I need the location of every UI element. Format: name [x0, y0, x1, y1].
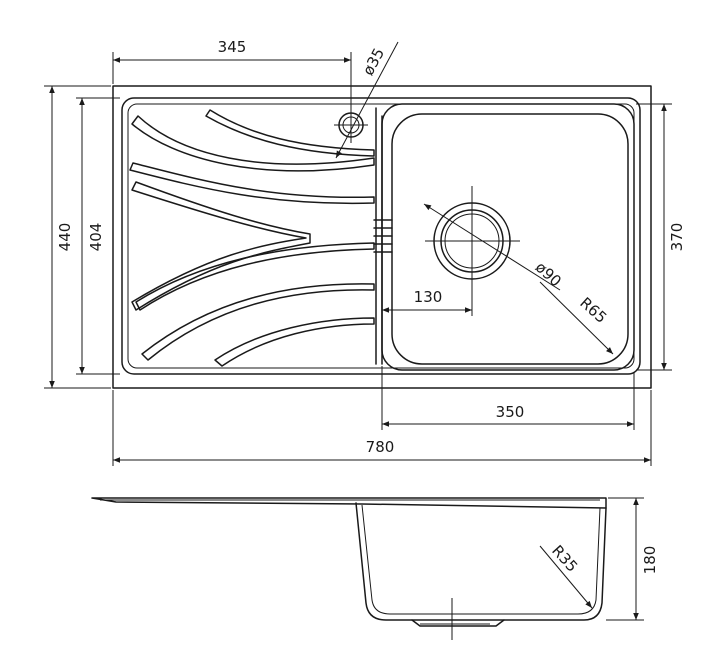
dim-35-label: ø35: [359, 45, 388, 78]
dim-r65-label: R65: [576, 294, 610, 327]
dim-440-label: 440: [56, 223, 74, 252]
sink-rim: [121, 97, 641, 375]
side-bowl-profile: [355, 502, 607, 621]
drainboard-grooves: [129, 109, 375, 367]
dim-404-label: 404: [87, 223, 105, 252]
dimension-lines: 345 ø35 440 404 370 ø90 130 R65 350: [44, 38, 686, 466]
dim-780-label: 780: [366, 438, 395, 456]
main-bowl-inner: [391, 113, 629, 365]
dim-r35-label: R35: [548, 542, 581, 576]
dim-370-label: 370: [668, 223, 686, 252]
dim-90-label: ø90: [532, 258, 565, 290]
side-view: R35 180: [91, 497, 659, 640]
overflow-slots: [373, 219, 393, 253]
dim-130-label: 130: [414, 288, 443, 306]
dim-350-label: 350: [496, 403, 525, 421]
dim-180-label: 180: [641, 546, 659, 575]
top-view: [112, 85, 652, 389]
dim-345-label: 345: [218, 38, 247, 56]
main-bowl-outer: [381, 103, 635, 371]
side-profile-top: [91, 497, 607, 509]
